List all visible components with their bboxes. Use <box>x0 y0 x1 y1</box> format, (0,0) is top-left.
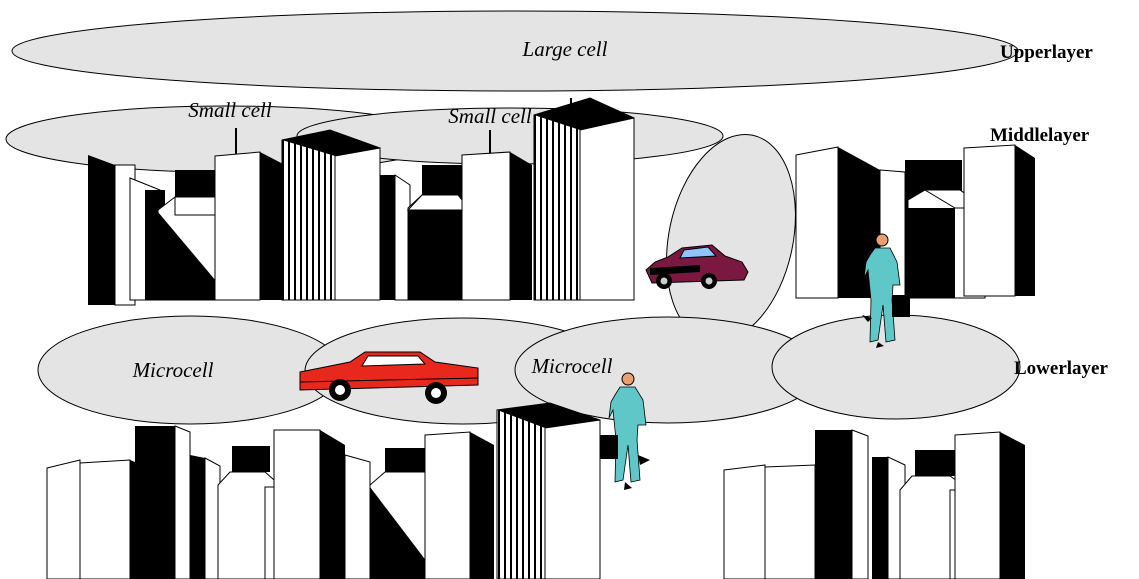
large-cell <box>11 10 1019 92</box>
small-cell-left-label: Small cell <box>188 98 272 122</box>
red-car <box>299 351 479 404</box>
small-cell-right-label: Small cell <box>448 104 532 128</box>
lower-right-city <box>723 429 1025 579</box>
microcell-center-label: Microcell <box>531 354 613 378</box>
lower-layer-label: Lowerlayer <box>1014 358 1108 379</box>
purple-car <box>645 244 749 289</box>
upper-left-city <box>88 97 635 306</box>
upper-layer-label: Upperlayer <box>1000 42 1093 63</box>
upper-right-city <box>795 144 1035 299</box>
microcell-left-label: Microcell <box>132 358 214 382</box>
large-cell-label: Large cell <box>522 37 608 61</box>
middle-layer-label: Middlelayer <box>990 125 1090 146</box>
microcell-right <box>771 314 1021 420</box>
businessman-lower <box>600 372 650 490</box>
businessman-upper <box>862 233 910 348</box>
lower-left-city <box>46 402 601 579</box>
